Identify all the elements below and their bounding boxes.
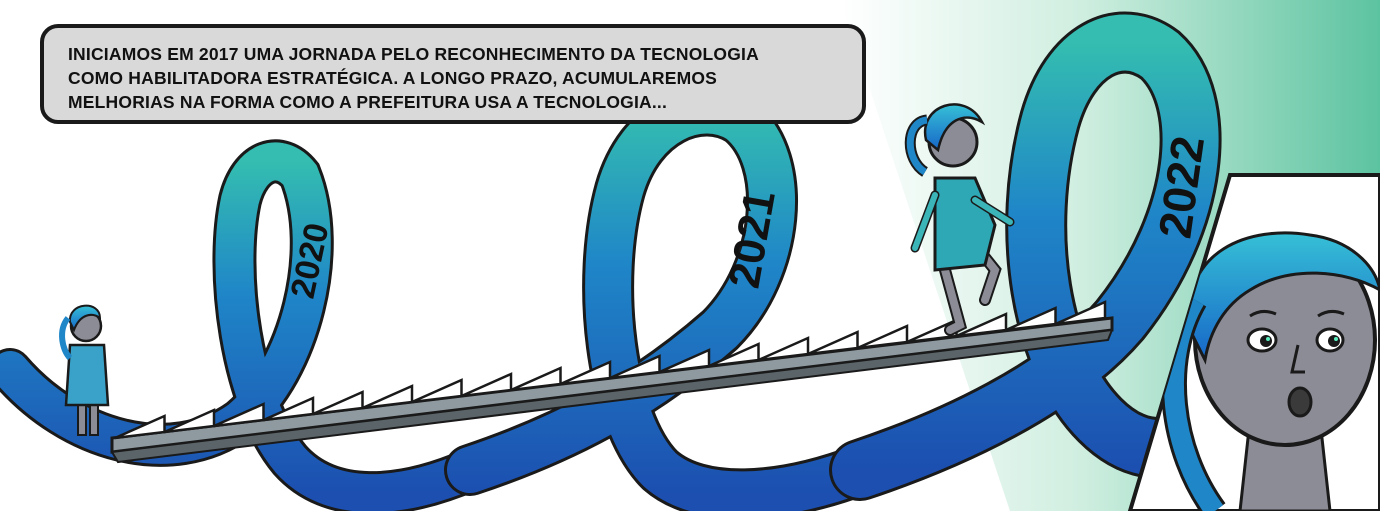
stair-step [708,342,760,368]
stair-step [1005,306,1057,332]
stair-step [361,384,414,410]
stair-step [559,360,612,386]
stair-step [856,324,909,350]
stair-step [163,408,216,434]
stair-step [213,402,265,428]
speech-bubble: INICIAMOS EM 2017 UMA JORNADA PELO RECON… [40,24,866,124]
stair-step [658,348,711,374]
stair-step [609,354,661,380]
speech-line-2: COMO HABILITADORA ESTRATÉGICA. A LONGO P… [68,68,718,88]
closeup-panel [1127,173,1380,511]
character-small-left [59,304,110,436]
stair-step [757,336,810,362]
speech-line-1: INICIAMOS EM 2017 UMA JORNADA PELO RECON… [68,44,759,64]
speech-line-3: MELHORIAS NA FORMA COMO A PREFEITURA USA… [68,92,668,112]
stair-step [955,312,1008,338]
stair-step [262,396,315,422]
stair-step [411,378,463,404]
stair-step [312,390,364,416]
staircase [110,300,1114,464]
stair-step [1054,300,1107,326]
stair-step [460,372,513,398]
stair-step [114,414,166,440]
stair-step [807,330,859,356]
character-climbing [904,103,1015,336]
stair-step [510,366,562,392]
